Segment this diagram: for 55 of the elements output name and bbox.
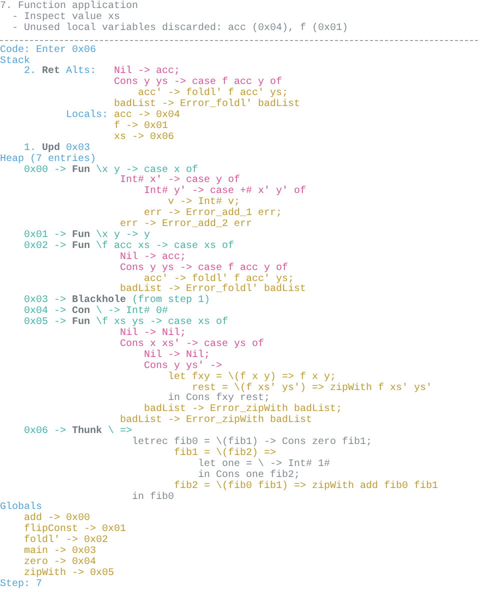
code-line: 0x02 -> Fun \f acc xs -> case xs of bbox=[24, 242, 234, 252]
code-line: badList -> Error_foldl' badList bbox=[120, 285, 306, 296]
code-line: fib2 = \(fib0 fib1) => zipWith add fib0 fib1 bbox=[174, 482, 438, 493]
code-line: Globals bbox=[0, 503, 42, 514]
code-line: 1. Upd 0x03 bbox=[24, 144, 90, 154]
code-line: f -> 0x01 bbox=[114, 122, 168, 132]
code-line: 0x00 -> Fun \x y -> case x of bbox=[24, 166, 198, 176]
code-line: Cons x xs' -> case ys of bbox=[120, 340, 264, 350]
code-line: main -> 0x03 bbox=[24, 547, 96, 557]
code-line: zipWith -> 0x05 bbox=[24, 568, 114, 579]
code-line: in Cons fxy rest; bbox=[168, 394, 270, 404]
code-line: Heap (7 entries) bbox=[0, 154, 96, 165]
code-line: Nil -> acc; bbox=[120, 252, 186, 263]
code-line: Stack bbox=[0, 56, 30, 66]
code-line: zero -> 0x04 bbox=[24, 558, 96, 568]
code-line: v -> Int# v; bbox=[168, 198, 240, 208]
code-line: Int# y' -> case +# x' y' of bbox=[144, 187, 306, 198]
code-line: Int# x' -> case y of bbox=[120, 176, 240, 186]
code-line: in fib0 bbox=[132, 492, 174, 504]
code-line: 2. Ret Alts: bbox=[24, 67, 96, 78]
code-line: err -> Error_add_1 err; bbox=[144, 209, 282, 220]
code-line: acc -> 0x04 bbox=[114, 111, 180, 121]
code-line: acc' -> foldl' f acc' ys; bbox=[144, 274, 294, 284]
code-line: let one = \ -> Int# 1# bbox=[198, 460, 330, 470]
code-line: - Inspect value xs bbox=[12, 12, 120, 23]
code-line: 0x06 -> Thunk \ => bbox=[24, 427, 132, 438]
code-line: foldl' -> 0x02 bbox=[24, 536, 108, 546]
heading: 7. Function application bbox=[0, 2, 138, 12]
code-line: Nil -> Nil; bbox=[120, 329, 186, 339]
code-line: 0x04 -> Con \ -> Int# 0# bbox=[24, 307, 168, 318]
code-line: Step: 7 bbox=[0, 580, 42, 591]
code-line: fib1 = \(fib2) => bbox=[174, 448, 276, 459]
code-line: acc' -> foldl' f acc' ys; bbox=[138, 89, 288, 100]
code-line: Locals: bbox=[66, 111, 108, 122]
code-line: xs -> 0x06 bbox=[114, 132, 174, 144]
code-line: rest = \(f xs' ys') => zipWith f xs' ys' bbox=[192, 384, 432, 394]
code-line: Nil -> acc; bbox=[114, 67, 180, 78]
code-line: 0x01 -> Fun \x y -> y bbox=[24, 230, 150, 241]
code-line: add -> 0x00 bbox=[24, 514, 90, 524]
code-line: - Unused local variables discarded: acc (0x04), f (0x01) bbox=[12, 24, 348, 35]
code-line: 0x05 -> Fun \f xs ys -> case xs of bbox=[24, 318, 228, 328]
code-line: Code: Enter 0x06 bbox=[0, 46, 96, 56]
code-line: badList -> Error_foldl' badList bbox=[114, 100, 300, 110]
code-line: Cons y ys' -> bbox=[144, 362, 222, 372]
code-line: 0x03 -> Blackhole (from step 1) bbox=[24, 296, 210, 306]
code-line: Cons y ys -> case f acc y of bbox=[114, 78, 282, 88]
code-line: badList -> Error_zipWith badList bbox=[120, 416, 312, 427]
code-line: Nil -> Nil; bbox=[144, 350, 210, 361]
code-line: letrec fib0 = \(fib1) -> Cons zero fib1; bbox=[132, 438, 372, 448]
code-line: flipConst -> 0x01 bbox=[24, 525, 126, 536]
code-line: err -> Error_add_2 err bbox=[120, 220, 252, 231]
code-line: Cons y ys -> case f acc y of bbox=[120, 264, 288, 274]
code-line: badList -> Error_zipWith badList; bbox=[144, 405, 342, 416]
code-line: let fxy = \(f x y) => f x y; bbox=[168, 372, 336, 383]
code-line: in Cons one fib2; bbox=[198, 470, 300, 481]
